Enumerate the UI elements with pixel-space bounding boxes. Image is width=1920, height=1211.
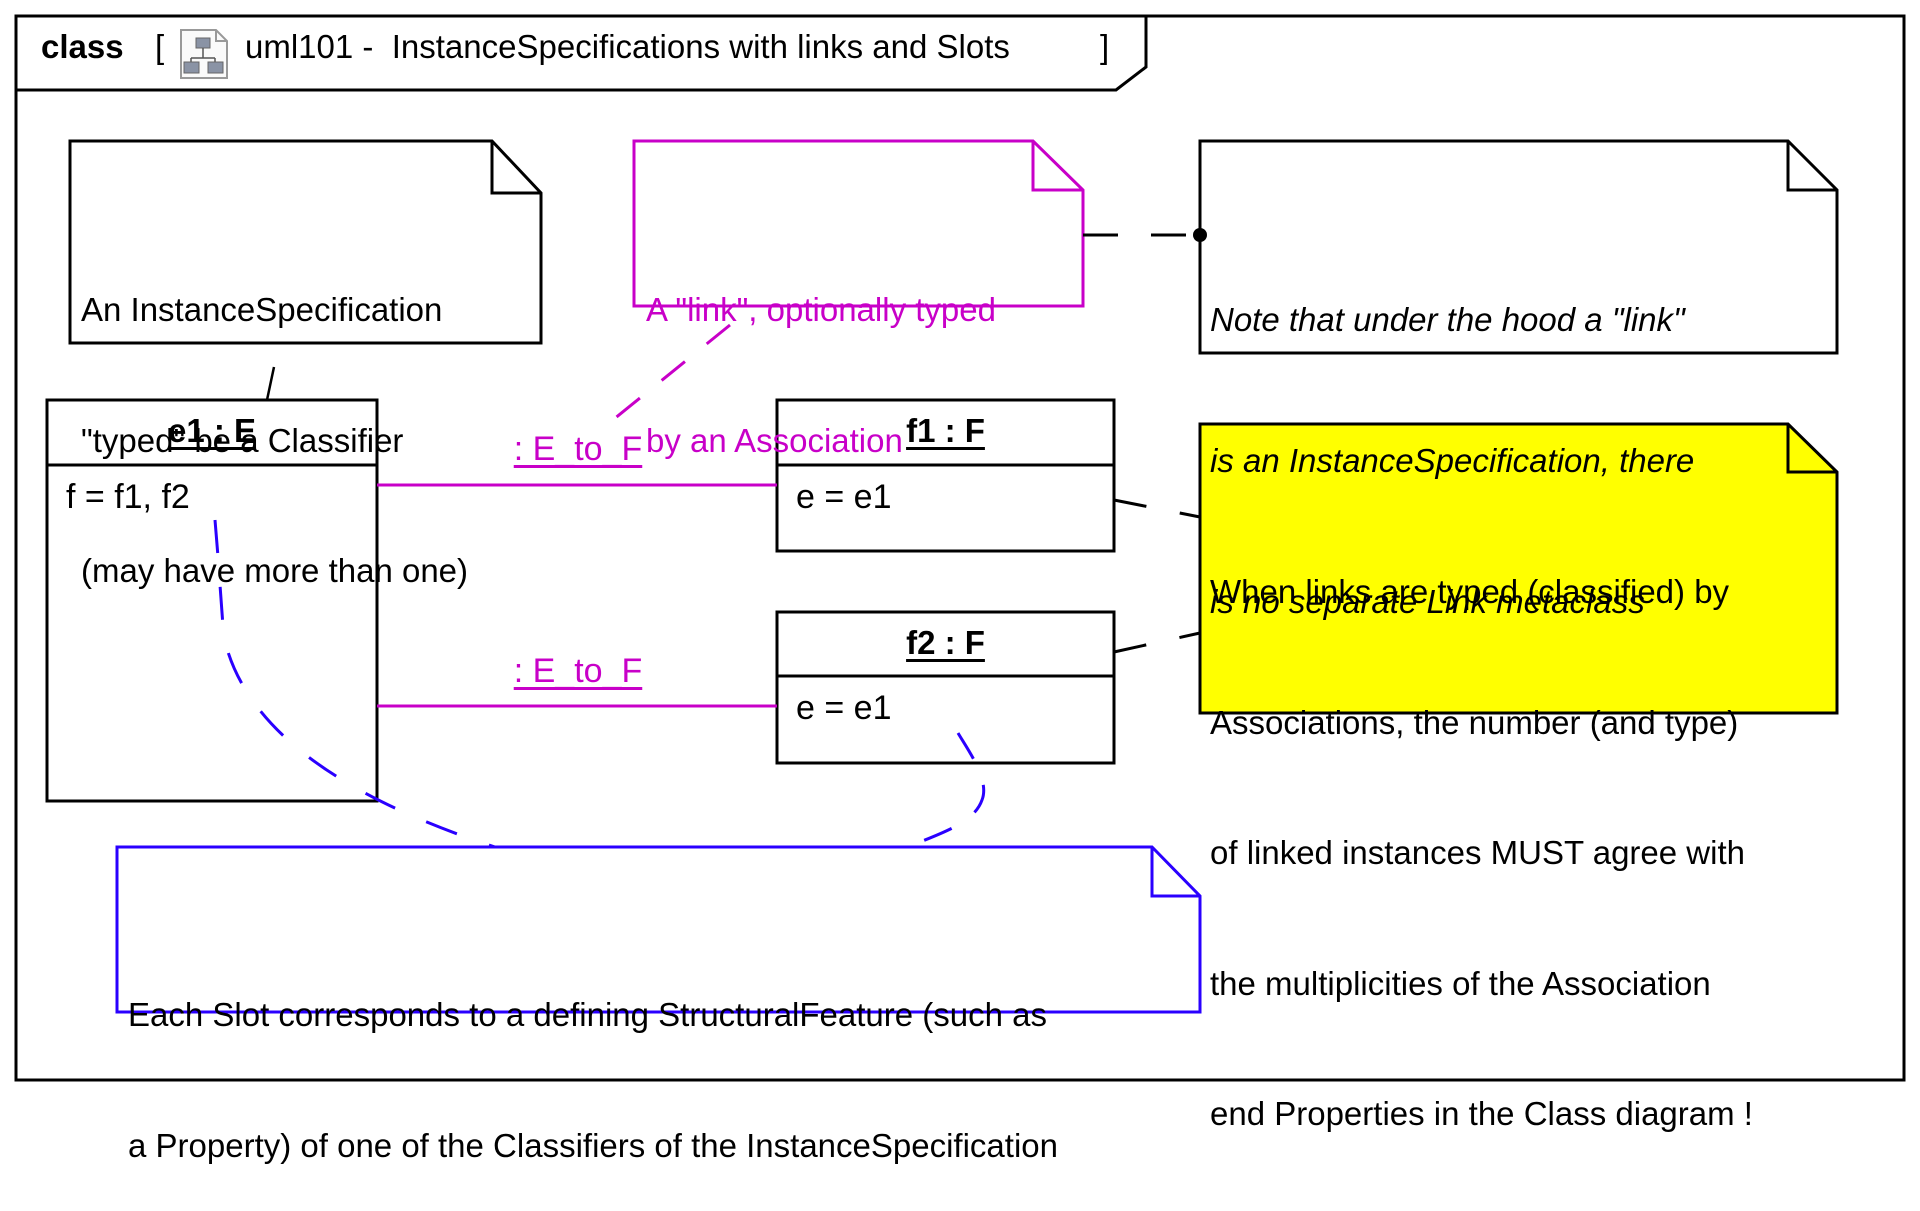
frame-title: uml101 - InstanceSpecifications with lin… [245, 28, 1010, 65]
note-line: Associations, the number (and type) [1210, 703, 1739, 741]
note-line: (may have more than one) [81, 552, 469, 589]
instance-f1-slot: e = e1 [796, 478, 892, 516]
note-line: of linked instances MUST agree with [1210, 834, 1745, 871]
instance-e1-name: e1 : E [167, 412, 257, 449]
note-anchor-e1 [265, 366, 276, 401]
note-line: When links are typed (classified) by [1210, 573, 1730, 610]
note-multiplicity-text: When links are typed (classified) by Ass… [1210, 483, 1753, 1179]
note-line: a Property) of one of the Classifiers of… [128, 1126, 1058, 1164]
note-slot-text: Each Slot corresponds to a defining Stru… [128, 906, 1058, 1211]
note-line: by an Association [646, 421, 903, 459]
frame-open-bracket: [ [155, 28, 165, 65]
note-instance-spec[interactable] [68, 139, 543, 345]
note-link[interactable] [632, 139, 1085, 308]
instance-f1-name: f1 : F [906, 412, 985, 449]
instance-f2-name: f2 : F [906, 624, 985, 661]
note-line: A "link", optionally typed [646, 291, 996, 328]
note-anchor-slot-f2 [919, 732, 986, 844]
note-anchor-link [597, 323, 731, 434]
note-anchor-f2 [1113, 631, 1201, 654]
instance-f2[interactable] [775, 610, 1116, 765]
note-under-hood-text: Note that under the hood a "link" is an … [1210, 202, 1694, 672]
instance-f1[interactable] [775, 398, 1116, 553]
anchor-dot [1193, 228, 1207, 242]
frame-kind-label: class [41, 28, 124, 65]
note-anchor-slot-e1 [213, 519, 496, 849]
class-diagram-icon [180, 29, 228, 79]
instance-e1[interactable] [45, 398, 379, 803]
note-anchor-f1 [1113, 498, 1201, 519]
diagram-frame [14, 14, 1906, 1082]
link-label-1[interactable]: : E_to_F [513, 430, 643, 468]
link-label-2[interactable]: : E_to_F [513, 652, 643, 690]
frame-close-bracket: ] [1100, 28, 1110, 65]
note-line: Note that under the hood a "link" [1210, 301, 1685, 338]
note-line: is no separate Link metaclass [1210, 583, 1645, 620]
frame-title-tab [16, 16, 1148, 92]
note-line: end Properties in the Class diagram ! [1210, 1095, 1753, 1132]
note-under-hood[interactable] [1198, 139, 1839, 355]
note-line: is an InstanceSpecification, there [1210, 442, 1695, 479]
note-multiplicity[interactable] [1198, 422, 1839, 715]
note-instance-spec-text: An InstanceSpecification "typed" be a Cl… [81, 201, 468, 636]
instance-e1-slot: f = f1, f2 [66, 478, 190, 516]
note-link-text: A "link", optionally typed by an Associa… [646, 201, 996, 506]
note-slot[interactable] [115, 845, 1202, 1014]
note-line: Each Slot corresponds to a defining Stru… [128, 996, 1047, 1033]
note-line: the multiplicities of the Association [1210, 964, 1711, 1002]
note-line: An InstanceSpecification [81, 291, 443, 328]
instance-f2-slot: e = e1 [796, 689, 892, 727]
note-line: "typed" be a Classifier [81, 421, 404, 459]
diagram-canvas [14, 14, 1906, 1082]
